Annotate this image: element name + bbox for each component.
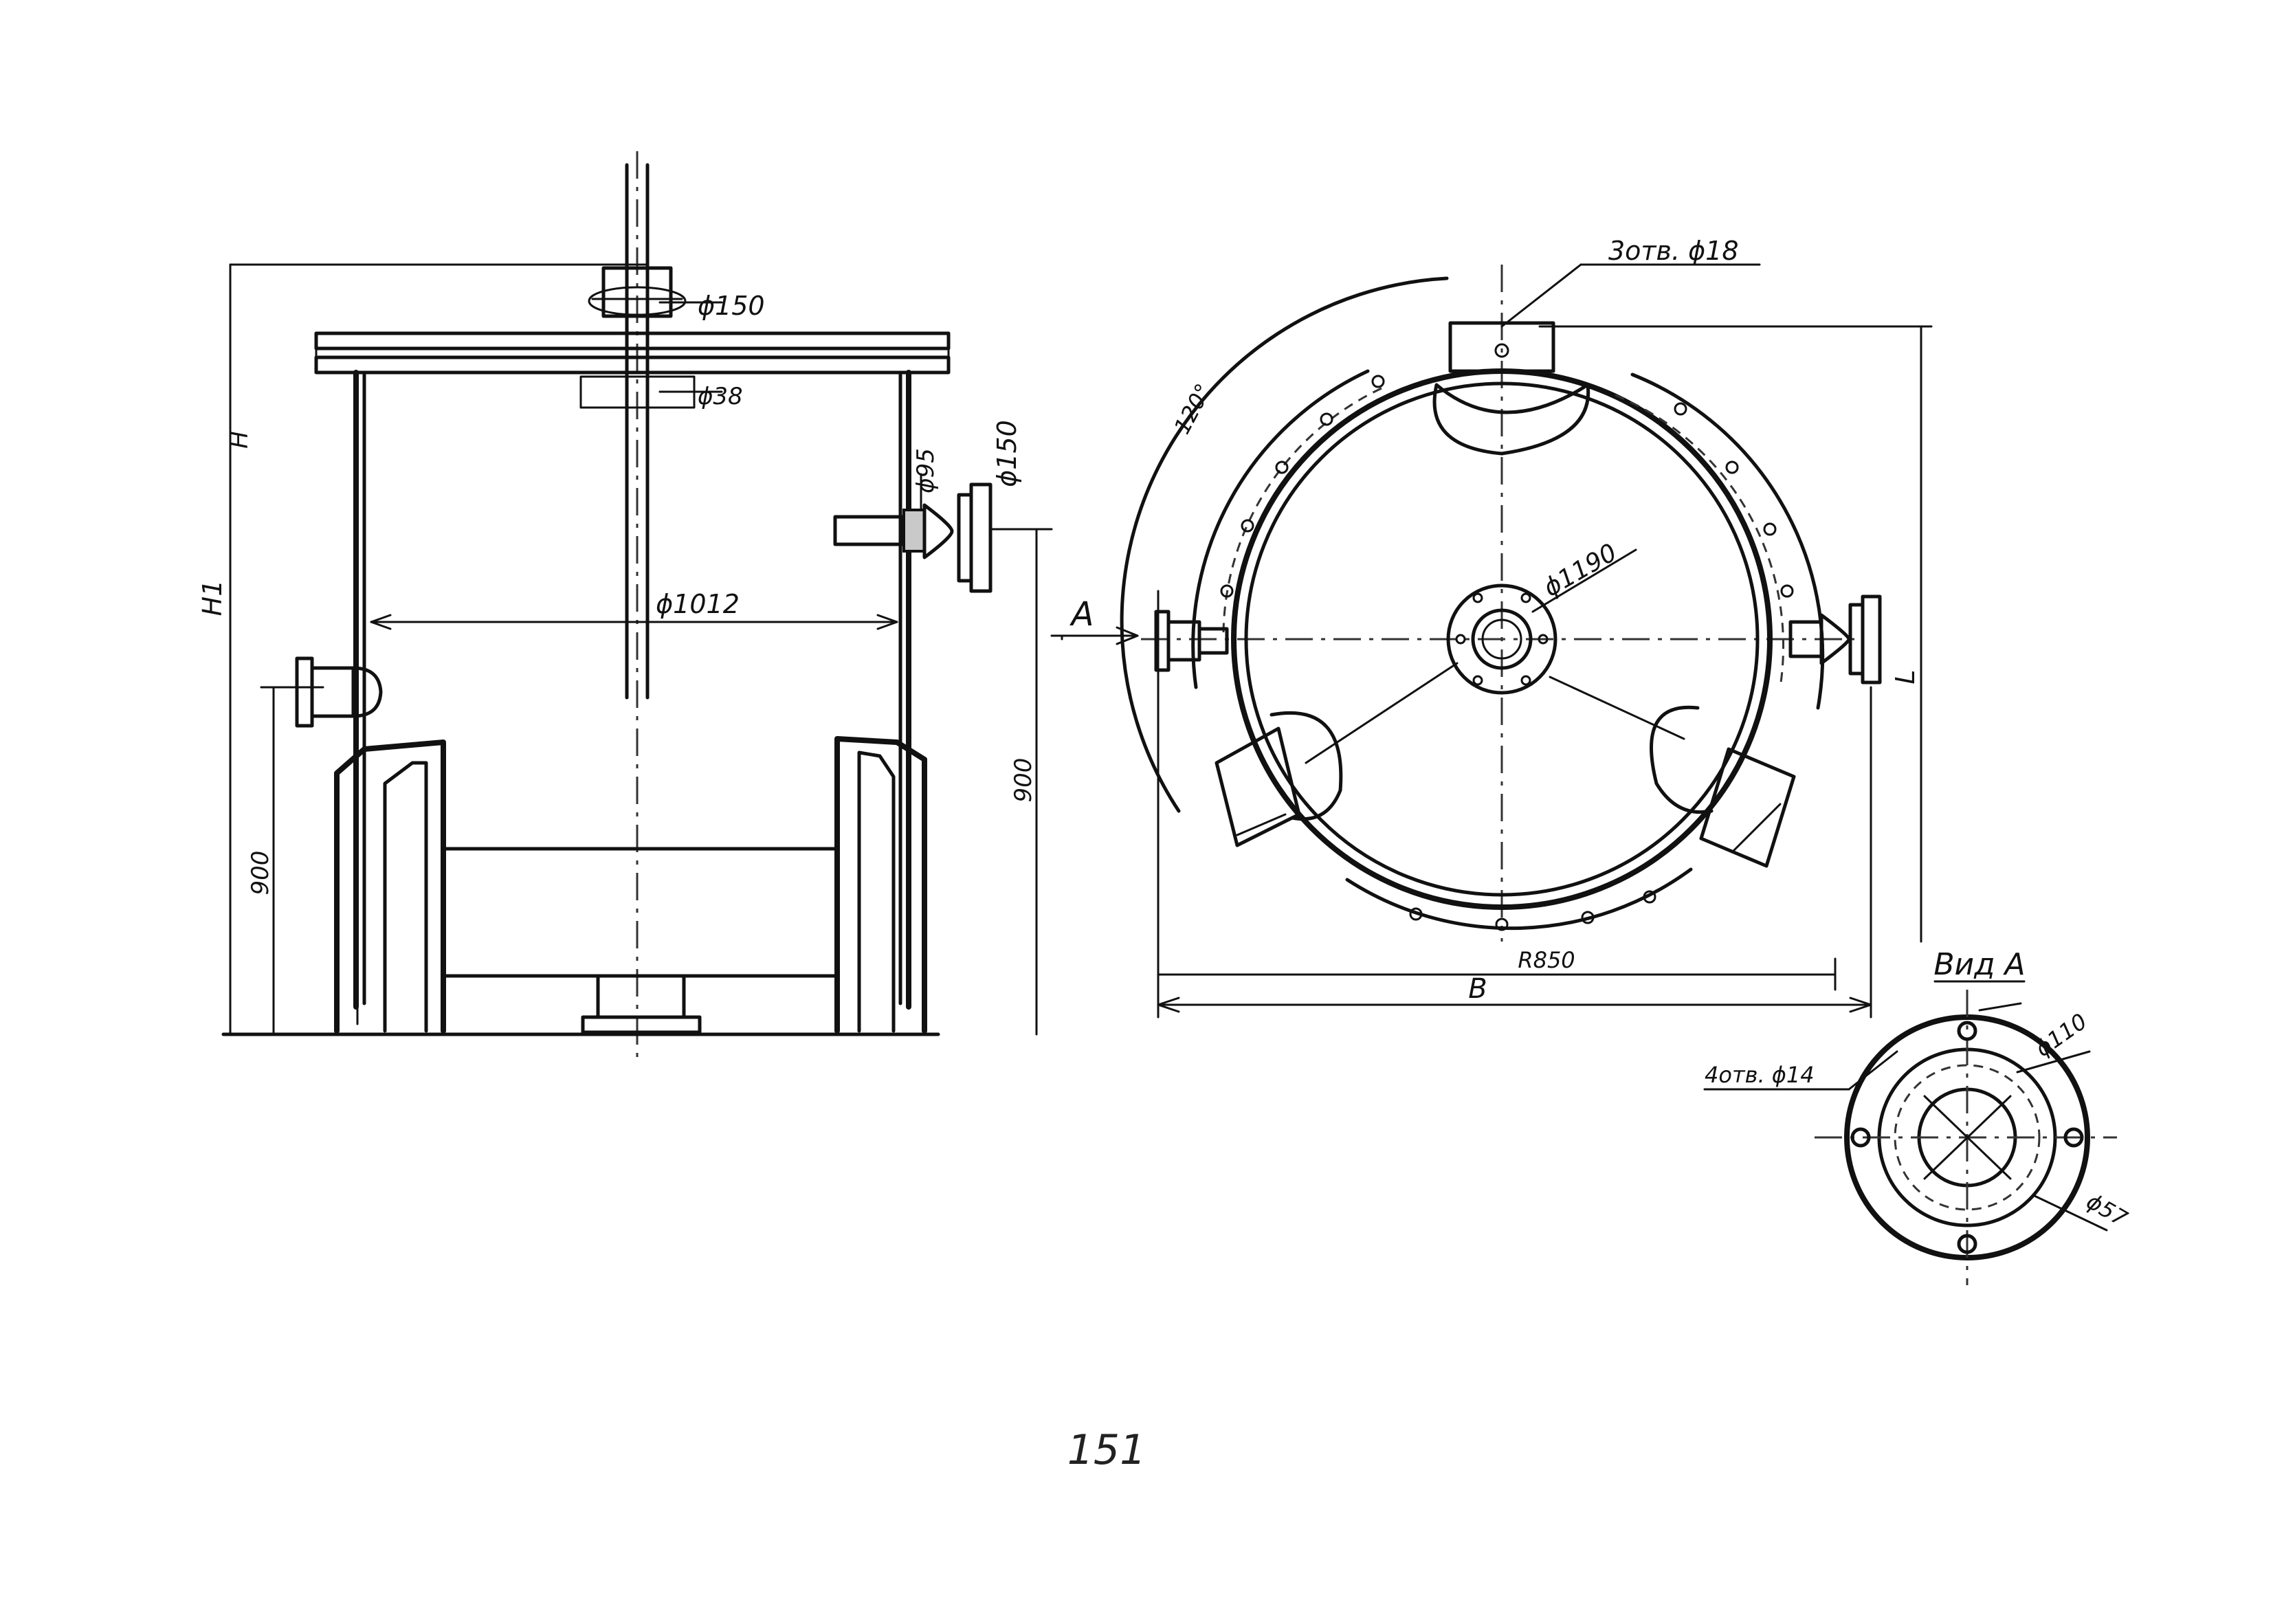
support-leg-right bbox=[834, 736, 927, 1034]
lid-plate bbox=[314, 331, 951, 409]
dim-shaft: ϕ38 bbox=[698, 383, 743, 410]
bottom-outlet bbox=[581, 974, 702, 1034]
outer-platform-arc bbox=[1120, 276, 1449, 813]
lower-right-bracket bbox=[1650, 705, 1796, 868]
ring-segment-bottom bbox=[1345, 867, 1693, 931]
dim-left-900: 900 bbox=[247, 851, 274, 896]
dim-b: B bbox=[1468, 973, 1487, 1005]
plan-nozzle-left bbox=[1154, 610, 1229, 672]
top-flange bbox=[588, 266, 687, 318]
ring-holes bbox=[1220, 375, 1794, 931]
dim-nozzle-flange: ϕ150 bbox=[992, 420, 1022, 487]
detail-title: Вид А bbox=[1933, 947, 2025, 982]
side-nozzle-right bbox=[833, 482, 993, 593]
dim-plan-shell: ϕ1190 bbox=[1539, 538, 1621, 602]
dim-height-h: H bbox=[226, 431, 254, 449]
dim-r850: R850 bbox=[1518, 947, 1575, 973]
detail-bolt-holes bbox=[1850, 1021, 2084, 1254]
top-bracket bbox=[1432, 321, 1590, 456]
dim-detail-inner: ϕ57 bbox=[2082, 1188, 2132, 1232]
dim-l: L bbox=[1890, 669, 1920, 684]
page-number: 151 bbox=[1067, 1426, 1146, 1474]
label-hole-group: 3отв. ϕ18 bbox=[1608, 236, 1739, 266]
side-view: ϕ150 ϕ38 ϕ150 ϕ95 ϕ1012 H H1 900 900 bbox=[197, 151, 1053, 1062]
support-leg-left bbox=[334, 739, 446, 1034]
detail-view: Вид А 4отв. ϕ14 ϕ110 ϕ57 bbox=[1703, 947, 2132, 1285]
dimension-lines-plan bbox=[1050, 263, 1933, 1019]
plan-nozzle-right bbox=[1788, 594, 1882, 685]
side-nozzle-left bbox=[295, 656, 383, 728]
label-detail-holes: 4отв. ϕ14 bbox=[1705, 1062, 1815, 1088]
centre-hub bbox=[1446, 583, 1557, 695]
dimension-lines-side bbox=[229, 263, 1053, 1036]
lower-left-bracket bbox=[1215, 711, 1343, 847]
dim-right-900: 900 bbox=[1010, 758, 1037, 803]
dim-shell: ϕ1012 bbox=[656, 589, 740, 619]
dim-angle: 120° bbox=[1168, 379, 1217, 438]
dim-top-flange: ϕ150 bbox=[698, 291, 765, 321]
label-arrow-a: A bbox=[1069, 595, 1094, 634]
dim-nozzle-pipe: ϕ95 bbox=[912, 448, 940, 493]
dim-height-h1: H1 bbox=[197, 580, 228, 616]
plan-view: 3отв. ϕ18 ϕ1190 120° A R850 B L bbox=[1050, 236, 1933, 1019]
vessel-shell bbox=[353, 370, 911, 1010]
agitator-shaft bbox=[625, 151, 650, 1062]
ring-segment-left bbox=[1191, 369, 1370, 689]
